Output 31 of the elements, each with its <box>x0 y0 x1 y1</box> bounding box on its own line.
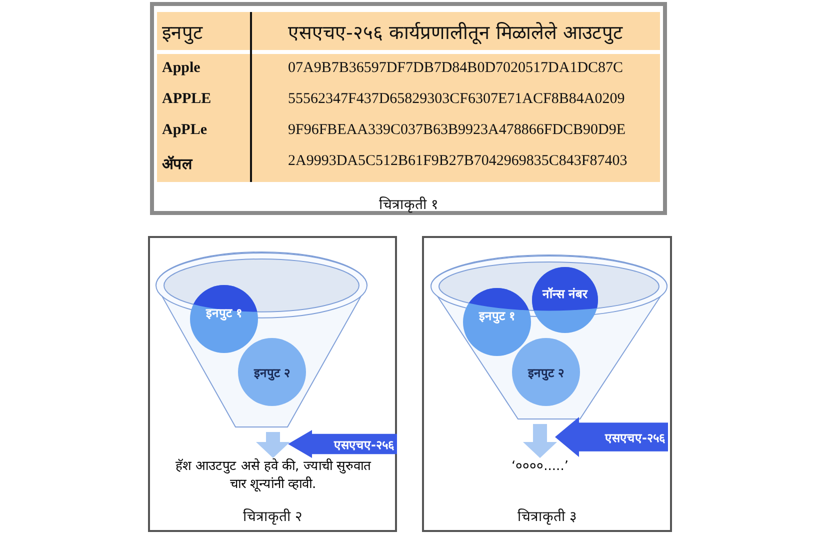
down-arrow <box>523 424 557 458</box>
hash-value: 07A9B7B36597DF7DB7D84B0D7020517DA1DC87C <box>288 60 624 77</box>
circle-label: इनपुट २ <box>528 364 564 380</box>
arrow-label: एसएचए-२५६ <box>605 430 666 446</box>
figure-panel <box>148 236 397 532</box>
figure-caption: चित्राकृती २ <box>242 508 304 525</box>
input-word: ॲपल <box>162 154 192 174</box>
hash-function-arrow <box>555 417 668 457</box>
hash-value: 55562347F437D65829303CF6307E71ACF8B84A0209 <box>288 91 625 108</box>
figure-caption: चित्राकृती ३ <box>516 508 578 525</box>
column-header: इनपुट <box>162 21 203 45</box>
arrow-label: एसएचए-२५६ <box>334 436 395 452</box>
column-header: एसएचए-२५६ कार्यप्रणालीतून मिळालेले आउटपुट <box>288 21 623 45</box>
input-word: Apple <box>162 60 200 77</box>
funnel-drawing <box>430 255 668 420</box>
circle-label: नॉन्स नंबर <box>542 286 588 302</box>
hash-value: 2A9993DA5C512B61F9B27B7042969835C843F87403 <box>288 153 628 170</box>
circle-label: इनपुट २ <box>254 364 290 380</box>
figure-caption: चित्राकृती १ <box>378 196 440 213</box>
table-frame <box>150 2 667 215</box>
funnel-drawing <box>155 252 368 428</box>
figure-panel <box>422 236 672 532</box>
input-word: APPLE <box>162 91 212 108</box>
output-note: हॅश आउटपुट असे हवे की, ज्याची सुरुवात चार शून्यांनी व्हावी. <box>174 458 372 494</box>
down-arrow <box>256 432 290 458</box>
circle-label: इनपुट १ <box>206 304 242 321</box>
hash-function-arrow <box>288 430 397 458</box>
input-word: ApPLe <box>162 122 207 139</box>
circle-label: इनपुट १ <box>478 308 516 324</box>
hash-value: 9F96FBEAA339C037B63B9923A478866FDCB90D9E <box>288 122 626 139</box>
output-note: ‘००००.....’ <box>510 458 570 476</box>
